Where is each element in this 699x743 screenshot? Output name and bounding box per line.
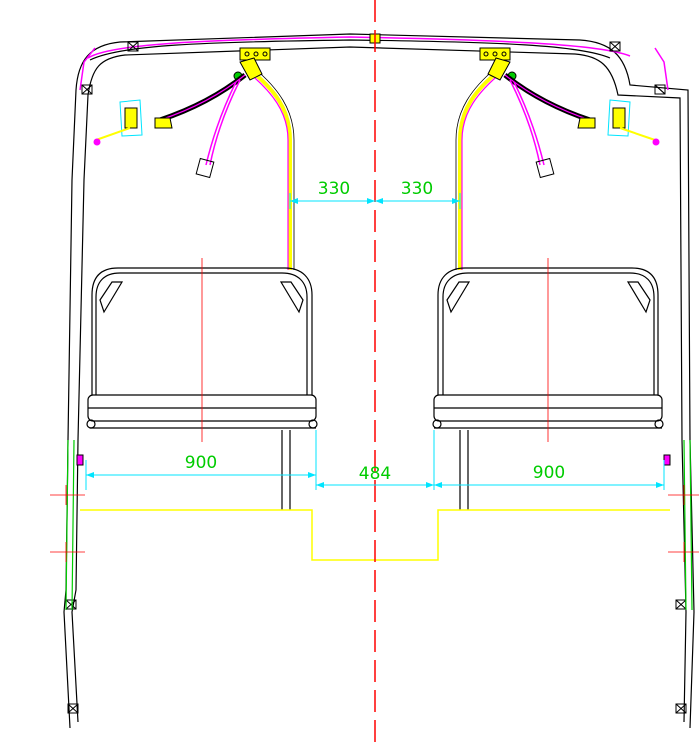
dim-right-handrail-gap: 330 [401, 179, 433, 199]
side-panels [65, 439, 693, 611]
handrail-bracket-icon [479, 47, 517, 81]
handrail-left [247, 67, 295, 270]
dimension-arrows [86, 198, 664, 488]
handrail-right [455, 67, 503, 270]
body-outline [63, 33, 695, 729]
window-fixture-icon [577, 99, 660, 146]
dim-aisle-width: 484 [359, 464, 391, 484]
hanging-strap-icon [503, 73, 591, 179]
window-fixture-icon [93, 99, 173, 146]
side-panel-markers [50, 485, 699, 562]
dimension-lines [85, 193, 665, 490]
handrail-bracket-icon [233, 47, 271, 81]
roof-fixtures [65, 33, 687, 714]
dim-left-seat-width: 900 [185, 453, 217, 473]
dim-right-seat-width: 900 [533, 463, 565, 483]
hanging-strap-icon [159, 73, 247, 179]
roof-trim [79, 36, 669, 91]
dim-left-handrail-gap: 330 [318, 179, 350, 199]
